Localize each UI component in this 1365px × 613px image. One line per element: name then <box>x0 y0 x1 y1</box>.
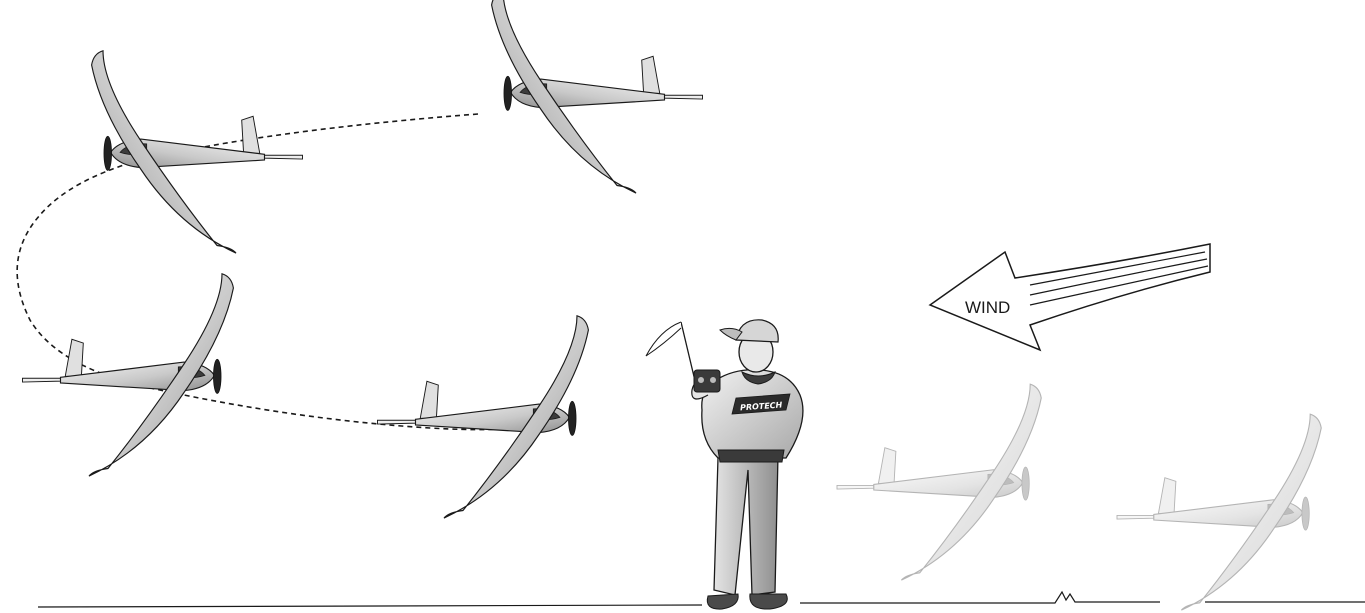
glider-top-left <box>92 51 303 253</box>
glider-bottom-middle <box>378 316 589 518</box>
glider-ghost-1 <box>837 384 1041 580</box>
wind-arrow: WIND <box>930 244 1210 350</box>
ground-line <box>38 592 1365 607</box>
glider-bottom-left <box>23 274 234 476</box>
glider-ghost-2 <box>1117 414 1321 610</box>
glider-top-right <box>492 0 703 193</box>
wind-label: WIND <box>965 298 1010 317</box>
pilot-figure: PROTECH <box>646 320 803 609</box>
